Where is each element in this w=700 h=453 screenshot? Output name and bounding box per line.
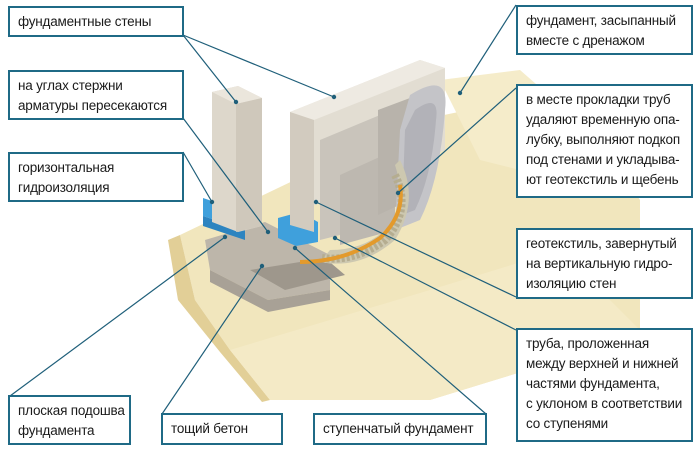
label-line: удаляют временную опа- (526, 112, 680, 127)
leader-rebar (182, 117, 269, 233)
label-geotextile: геотекстиль, завернутый на вертикальную … (516, 228, 693, 299)
label-line: горизонтальная (18, 160, 115, 175)
label-line: на вертикальную гидро- (526, 256, 673, 271)
label-line: со ступенями (526, 416, 609, 431)
label-line: между верхней и нижней (526, 356, 679, 371)
label-backfilled-foundation: фундамент, засыпанный вместе с дренажом (516, 5, 693, 55)
label-pipe-laying: в месте прокладки труб удаляют временную… (516, 84, 693, 198)
label-line: фундамент, засыпанный (526, 13, 676, 28)
leader-dots (209, 90, 463, 269)
label-line: фундаментные стены (18, 14, 152, 29)
label-line: с уклоном в соответствии (526, 396, 683, 411)
leader-pipe-laying (397, 87, 517, 194)
label-flat-footing: плоская подошва фундамента (8, 395, 131, 445)
label-line: плоская подошва (18, 403, 125, 418)
label-line: под стенами и укладыва- (526, 152, 680, 167)
leader-flat-footing (9, 236, 226, 397)
leader-lean-concrete (161, 265, 263, 415)
label-line: в месте прокладки труб (526, 92, 671, 107)
label-drain-pipe: труба, проложенная между верхней и нижне… (516, 328, 693, 442)
leader-lines (9, 4, 517, 415)
label-line: частями фундамента, (526, 376, 660, 391)
label-rebar-corners: на углах стержни арматуры пересекаются (8, 70, 184, 120)
leader-walls-right (182, 34, 335, 98)
label-line: изоляцию стен (526, 276, 617, 291)
label-line: фундамента (18, 423, 95, 438)
label-line: на углах стержни (18, 78, 123, 93)
leader-geotextile (315, 201, 517, 298)
leader-stepped (294, 247, 487, 415)
label-line: лубку, выполняют подкоп (526, 132, 680, 147)
leader-backfilled (459, 4, 517, 94)
leader-drain-pipe (334, 237, 517, 331)
label-lean-concrete: тощий бетон (161, 413, 283, 445)
leader-walls-left (182, 34, 237, 103)
label-line: ют геотекстиль и щебень (526, 172, 679, 187)
label-line: геотекстиль, завернутый (526, 236, 677, 251)
left-foundation-wall (212, 86, 262, 232)
label-line: труба, проложенная (526, 336, 649, 351)
label-line: арматуры пересекаются (18, 98, 167, 113)
leader-waterproofing (182, 151, 213, 203)
drain-pipe-line (299, 184, 403, 264)
label-line: вместе с дренажом (526, 33, 645, 48)
label-horizontal-waterproofing: горизонтальная гидроизоляция (8, 152, 184, 202)
label-line: тощий бетон (171, 421, 248, 436)
label-foundation-walls: фундаментные стены (8, 6, 184, 37)
label-line: ступенчатый фундамент (323, 421, 474, 436)
label-stepped-foundation: ступенчатый фундамент (313, 413, 487, 445)
label-line: гидроизоляция (18, 180, 110, 195)
